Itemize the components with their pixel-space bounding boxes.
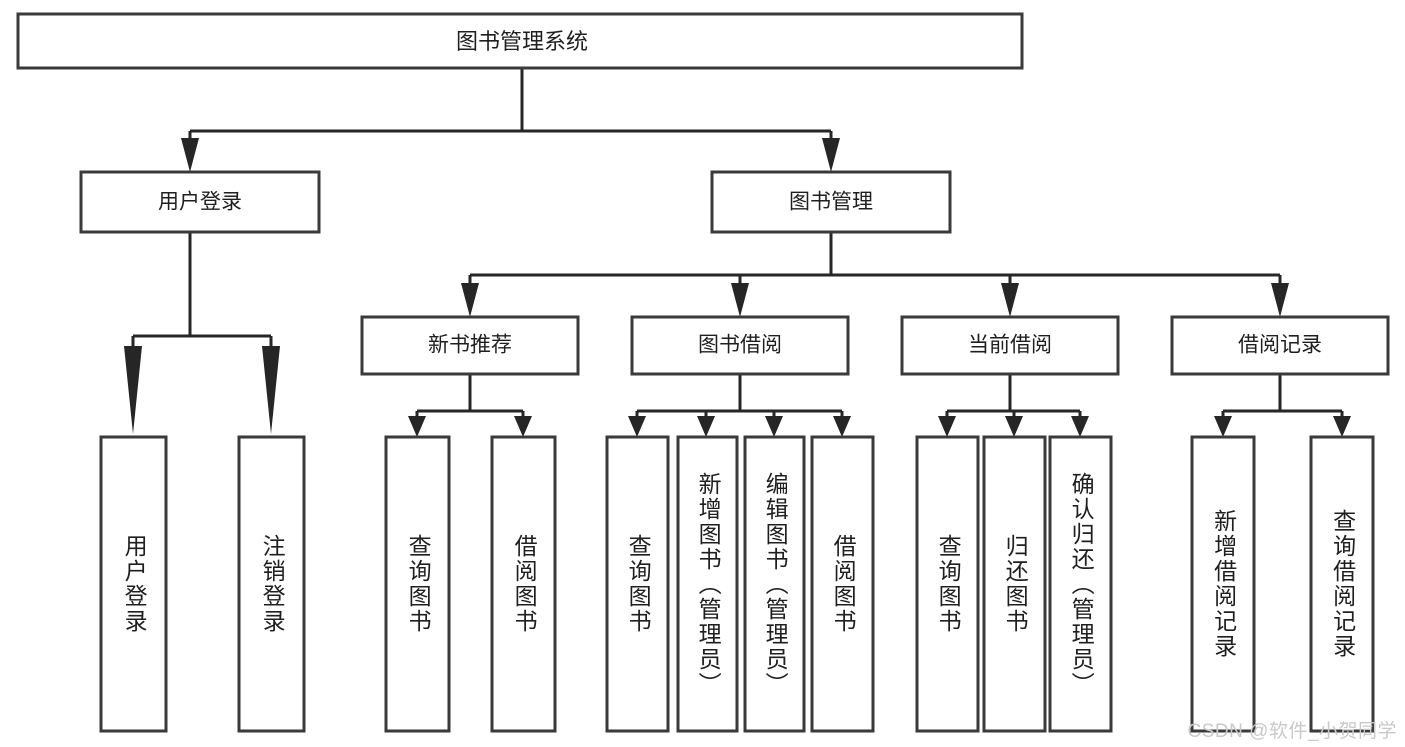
arrow-head-leaf-5	[628, 416, 646, 437]
arrow-head-user-login	[181, 138, 199, 172]
node-box-leaf-11[interactable]	[1048, 435, 1113, 733]
node-box-book-borrow[interactable]	[630, 315, 850, 376]
node-box-new-book[interactable]	[360, 315, 580, 376]
node-box-borrow-record[interactable]	[1170, 315, 1390, 376]
node-box-leaf-10[interactable]	[982, 435, 1047, 733]
node-label-current-borrow: 当前借阅	[968, 334, 1052, 357]
node-box-current-borrow[interactable]	[900, 315, 1120, 376]
node-box-leaf-6[interactable]	[676, 435, 739, 733]
node-label-user-login: 用户登录	[158, 191, 242, 214]
node-box-leaf-1[interactable]	[99, 435, 168, 733]
node-box-leaf-8[interactable]	[810, 435, 875, 733]
node-label-root: 图书管理系统	[456, 29, 588, 54]
node-box-leaf-4[interactable]	[490, 435, 557, 733]
arrow-head-leaf-6	[697, 416, 715, 437]
node-layer: 图书管理系统 用户登录 图书管理 新书推荐 图书借阅 当前借阅 借阅记录	[16, 12, 1390, 733]
node-box-leaf-13[interactable]	[1309, 435, 1375, 733]
arrow-head-leaf-7	[765, 416, 783, 437]
connector-layer	[124, 68, 1351, 437]
node-box-leaf-12[interactable]	[1190, 435, 1256, 733]
node-label-borrow-record: 借阅记录	[1238, 334, 1322, 357]
arrow-head-leaf-3	[408, 416, 426, 437]
node-box-user-login[interactable]	[79, 170, 321, 234]
arrow-head-leaf-8	[833, 416, 851, 437]
arrow-head-leaf-12	[1214, 416, 1232, 437]
watermark: CSDN @软件_小贺同学	[1187, 721, 1397, 742]
node-box-root[interactable]	[16, 12, 1024, 70]
arrow-head-current	[1001, 283, 1019, 317]
arrow-head-borrow	[731, 283, 749, 317]
node-box-leaf-3[interactable]	[384, 435, 451, 733]
arrow-head-leaf-10	[1005, 416, 1023, 437]
arrow-head-leaf-13	[1333, 416, 1351, 437]
node-box-leaf-9[interactable]	[915, 435, 980, 733]
node-label-book-manage: 图书管理	[789, 191, 873, 214]
arrow-head-leaf-1	[124, 346, 142, 434]
node-label-book-borrow: 图书借阅	[698, 334, 782, 357]
node-box-leaf-7[interactable]	[743, 435, 806, 733]
node-label-new-book: 新书推荐	[428, 334, 512, 357]
arrow-head-leaf-11	[1071, 416, 1089, 437]
arrow-head-leaf-2	[262, 346, 280, 434]
arrow-head-book-manage	[822, 138, 840, 172]
arrow-head-leaf-4	[514, 416, 532, 437]
node-box-leaf-5[interactable]	[605, 435, 670, 733]
node-box-leaf-2[interactable]	[237, 435, 306, 733]
arrow-head-record	[1271, 283, 1289, 317]
arrow-head-leaf-9	[938, 416, 956, 437]
node-box-book-manage[interactable]	[710, 170, 952, 234]
arrow-head-newbook	[461, 283, 479, 317]
